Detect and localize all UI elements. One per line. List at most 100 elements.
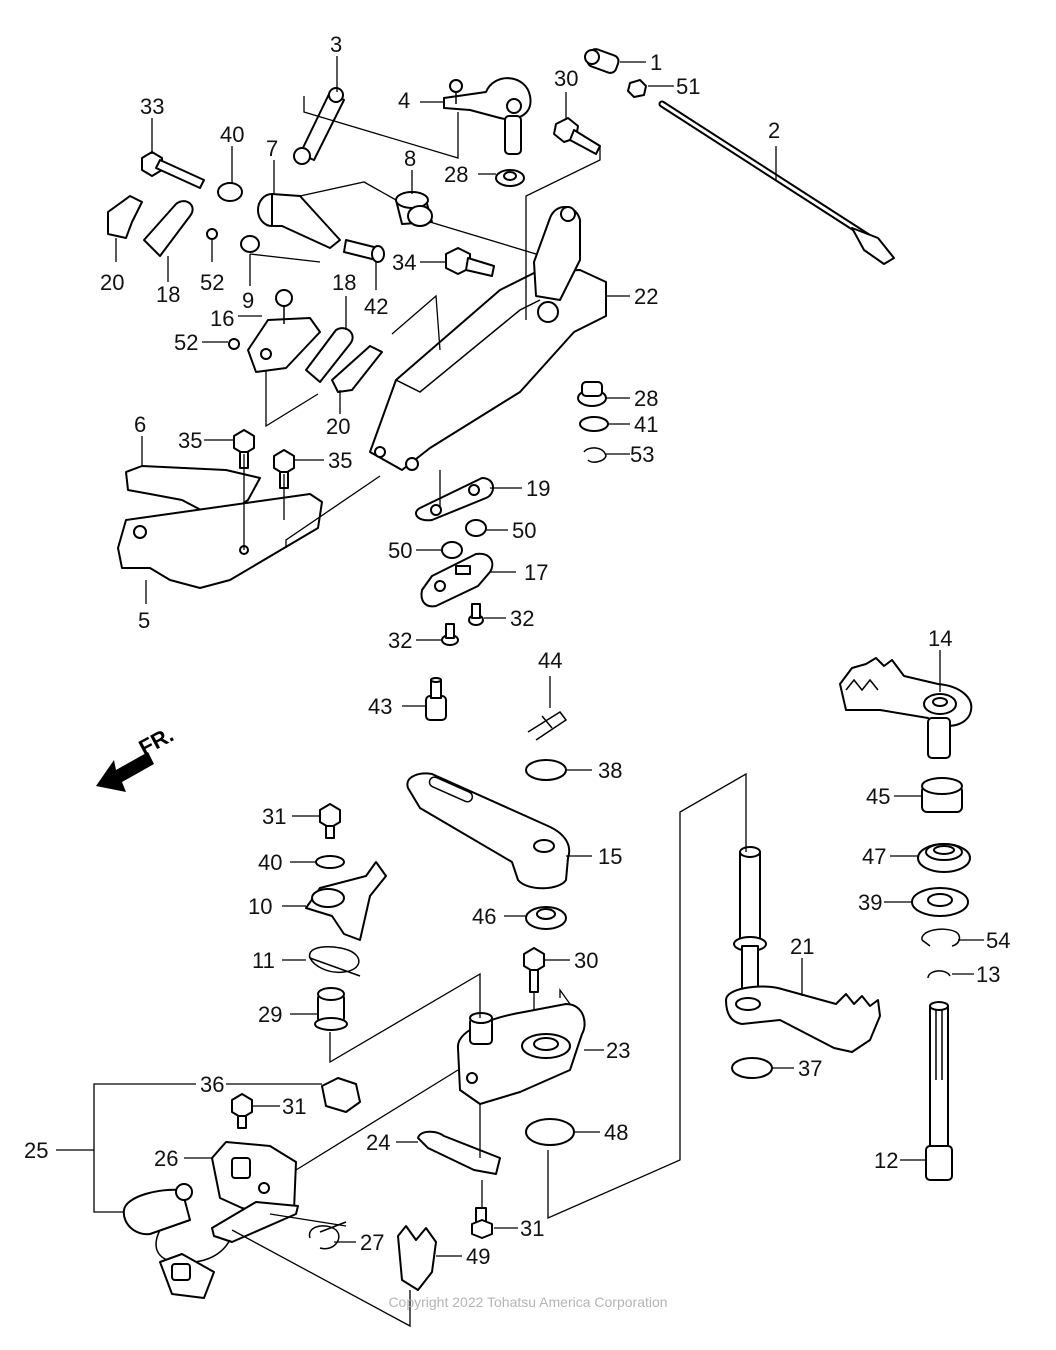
part-40-washer-lower xyxy=(315,855,345,869)
callout-26: 26 xyxy=(154,1146,178,1171)
callout-45: 45 xyxy=(866,784,890,809)
part-47-shape xyxy=(917,843,971,873)
callout-18-left: 18 xyxy=(156,282,180,307)
part-10-shape xyxy=(305,861,387,941)
callout-41: 41 xyxy=(634,412,658,437)
callout-29: 29 xyxy=(258,1002,282,1027)
part-29-shape xyxy=(314,987,348,1031)
part-32-screw-right xyxy=(468,603,484,626)
part-31-bolt-lower xyxy=(471,1207,493,1239)
part-1-shape xyxy=(584,48,620,74)
callout-12: 12 xyxy=(874,1148,898,1173)
callout-30-lower: 30 xyxy=(574,948,598,973)
part-36-nut xyxy=(321,1077,361,1113)
part-39-washer xyxy=(911,887,969,917)
callout-3: 3 xyxy=(330,32,342,57)
part-43-shape xyxy=(425,677,447,721)
part-51-shape xyxy=(627,79,647,98)
callout-48: 48 xyxy=(604,1120,628,1145)
callout-52-top: 52 xyxy=(200,270,224,295)
part-shapes xyxy=(107,48,973,1299)
part-5-shape xyxy=(117,493,323,589)
part-50-nut-right xyxy=(465,519,487,537)
part-31-bolt-upper xyxy=(319,803,341,839)
callout-7: 7 xyxy=(266,136,278,161)
callout-6: 6 xyxy=(134,412,146,437)
callout-11: 11 xyxy=(252,948,275,973)
callout-36: 36 xyxy=(200,1072,224,1097)
part-7-shape xyxy=(257,193,341,249)
part-30-bolt-lower xyxy=(523,947,545,993)
callout-14: 14 xyxy=(928,626,952,651)
part-11-shape xyxy=(308,945,361,977)
part-8-shape xyxy=(395,191,433,227)
part-30-bolt-top xyxy=(553,117,601,155)
callout-50-left: 50 xyxy=(388,538,412,563)
callout-31-left: 31 xyxy=(282,1094,306,1119)
callout-50-right: 50 xyxy=(512,518,536,543)
part-48-oring xyxy=(525,1118,575,1146)
callout-27: 27 xyxy=(360,1230,384,1255)
part-25-shape xyxy=(122,1183,231,1299)
part-52-clip-top xyxy=(206,228,218,240)
callout-33: 33 xyxy=(140,94,164,119)
callout-49: 49 xyxy=(466,1244,490,1269)
callout-19: 19 xyxy=(526,476,550,501)
part-9-washer xyxy=(240,235,260,253)
callout-37: 37 xyxy=(798,1056,822,1081)
part-53-clip xyxy=(583,447,607,463)
callout-35-right: 35 xyxy=(328,448,352,473)
callout-31-upper: 31 xyxy=(262,804,286,829)
part-27-shape xyxy=(308,1221,347,1250)
callout-40-top: 40 xyxy=(220,122,244,147)
callout-32-right: 32 xyxy=(510,606,534,631)
part-21-shape xyxy=(725,846,881,1053)
part-37-washer xyxy=(731,1057,773,1079)
part-46-shape xyxy=(525,906,567,930)
callout-39: 39 xyxy=(858,890,882,915)
part-49-shape xyxy=(397,1225,437,1291)
callout-16: 16 xyxy=(210,306,234,331)
callout-28-top: 28 xyxy=(444,162,468,187)
callout-17: 17 xyxy=(524,560,548,585)
front-direction-label: FR. xyxy=(135,722,178,761)
part-20-clip-left xyxy=(107,195,143,239)
part-38-washer xyxy=(525,759,567,781)
part-18-rod-end-mid xyxy=(305,327,354,383)
callout-5: 5 xyxy=(138,608,150,633)
callout-43: 43 xyxy=(368,694,392,719)
part-3-shape xyxy=(293,87,345,165)
part-14-shape xyxy=(839,657,973,759)
callout-1: 1 xyxy=(650,50,662,75)
part-19-shape xyxy=(415,477,494,522)
part-15-shape xyxy=(406,772,571,890)
part-45-shape xyxy=(921,777,963,813)
part-31-bolt-left xyxy=(231,1093,253,1129)
part-42-shape xyxy=(343,239,385,263)
part-44-shape xyxy=(527,710,568,741)
callout-18-mid: 18 xyxy=(332,270,356,295)
callout-2: 2 xyxy=(768,118,780,143)
part-24-shape xyxy=(417,1130,501,1175)
callout-13: 13 xyxy=(976,962,1000,987)
callout-24: 24 xyxy=(366,1130,390,1155)
callout-47: 47 xyxy=(862,844,886,869)
part-23-shape xyxy=(456,1003,586,1105)
part-54-circlip xyxy=(921,928,961,947)
part-28-washer-top xyxy=(495,169,525,187)
part-52-clip-mid xyxy=(228,338,240,350)
callout-15: 15 xyxy=(598,844,622,869)
leader-lines xyxy=(56,56,984,1328)
front-direction-arrow: FR. xyxy=(96,722,178,792)
callout-51: 51 xyxy=(676,74,700,99)
part-26-shape xyxy=(211,1141,299,1243)
callout-30-top: 30 xyxy=(554,66,578,91)
callout-9: 9 xyxy=(242,288,254,313)
callout-25: 25 xyxy=(24,1138,48,1163)
part-34-shape xyxy=(445,247,495,277)
part-13-clip xyxy=(927,970,951,979)
part-17-shape xyxy=(420,552,494,608)
callout-8: 8 xyxy=(404,146,416,171)
callout-53: 53 xyxy=(630,442,654,467)
